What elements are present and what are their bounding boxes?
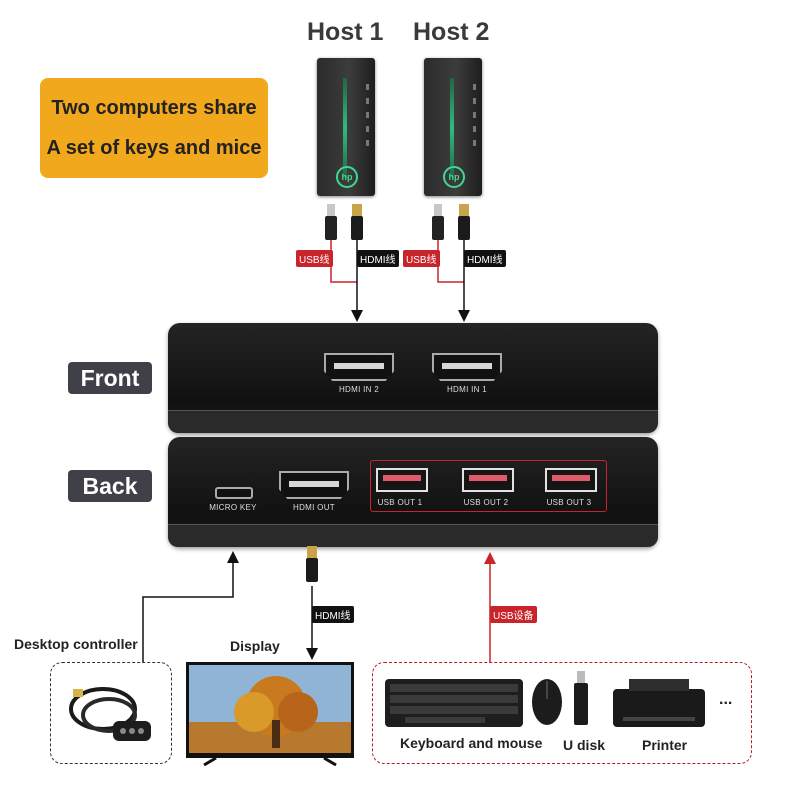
hdmi-cable-tag: HDMI线 [357,250,399,267]
hdmi-plug-icon [306,546,318,582]
back-label: Back [68,470,152,502]
hdmi-out-port [279,471,349,499]
usb-out-1-port [376,468,428,492]
usb-out-2-port [462,468,514,492]
display-icon [186,662,354,766]
front-panel: HDMI IN 2 HDMI IN 1 [168,323,658,433]
usb-out-3-label: USB OUT 3 [541,498,597,507]
keyboard-icon [385,679,525,729]
hdmi-in-2-label: HDMI IN 2 [324,385,394,394]
usb-device-tag: USB设备 [490,606,537,623]
usb-cable-tag: USB线 [403,250,440,267]
usb-out-2-label: USB OUT 2 [458,498,514,507]
cable-controller-icon [51,663,171,763]
mouse-icon [530,677,564,727]
u-disk-icon [573,671,589,727]
keyboard-mouse-label: Keyboard and mouse [400,735,542,751]
usb-cable-tag: USB线 [296,250,333,267]
desktop-controller-label: Desktop controller [14,636,138,652]
hdmi-out-label: HDMI OUT [279,503,349,512]
usb-out-3-port [545,468,597,492]
micro-key-label: MICRO KEY [205,503,261,512]
usb-out-1-label: USB OUT 1 [372,498,428,507]
hdmi-in-1-label: HDMI IN 1 [432,385,502,394]
micro-key-port [215,487,253,499]
u-disk-label: U disk [563,737,605,753]
display-label: Display [230,638,280,654]
printer-label: Printer [642,737,687,753]
desktop-controller-box [50,662,172,764]
more-devices-ellipsis: ... [719,691,732,709]
hdmi-in-2-port [324,353,394,381]
back-panel: MICRO KEY HDMI OUT USB OUT 1 USB OUT 2 U… [168,437,658,547]
hdmi-in-1-port [432,353,502,381]
front-label: Front [68,362,152,394]
usb-devices-box: ... Keyboard and mouse U disk Printer [372,662,752,764]
hdmi-cable-tag: HDMI线 [312,606,354,623]
display-monitor [186,662,354,766]
hdmi-cable-tag: HDMI线 [464,250,506,267]
printer-icon [609,677,709,729]
